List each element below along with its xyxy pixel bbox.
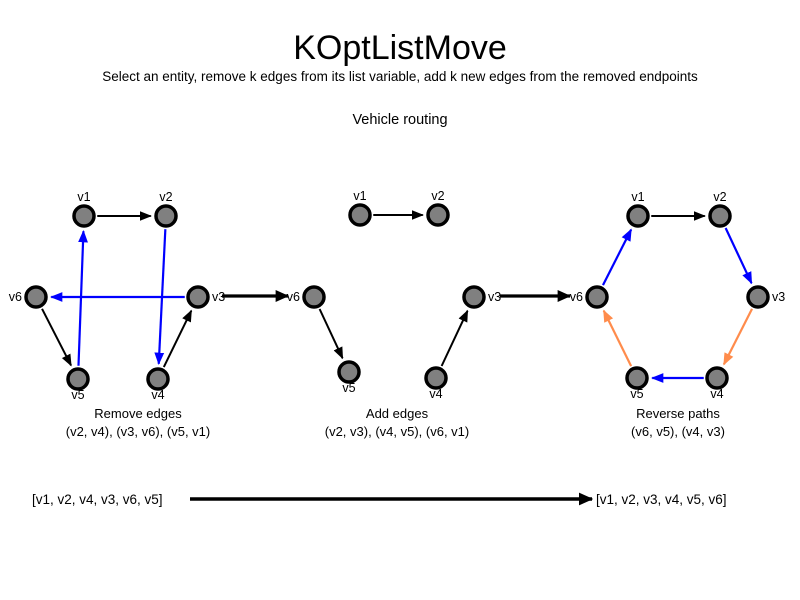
- panel-add-caption-title: Add edges: [366, 406, 429, 421]
- graph-node-v3[interactable]: v3: [462, 285, 501, 309]
- node-circle: [746, 285, 770, 309]
- node-label-v3: v3: [772, 290, 785, 304]
- graph-edge-v6-to-v1: [602, 228, 633, 286]
- node-circle: [708, 204, 732, 228]
- page-subtitle: Select an entity, remove k edges from it…: [102, 69, 698, 84]
- node-label-v1: v1: [353, 189, 366, 203]
- node-circle: [348, 203, 372, 227]
- node-circle: [426, 203, 450, 227]
- graph-node-v5[interactable]: v5: [66, 367, 90, 402]
- node-circle: [66, 367, 90, 391]
- graph-node-v2[interactable]: v2: [154, 190, 178, 228]
- graph-node-v6[interactable]: v6: [570, 285, 609, 309]
- node-circle: [72, 204, 96, 228]
- graph-node-v3[interactable]: v3: [186, 285, 225, 309]
- graph-edge-v3-to-v4: [722, 308, 753, 366]
- graph-edge-v4-to-v3: [162, 309, 193, 368]
- graph-node-v1[interactable]: v1: [626, 190, 650, 228]
- node-circle: [626, 204, 650, 228]
- edges-layer: [41, 210, 753, 383]
- graph-node-v6[interactable]: v6: [287, 285, 326, 309]
- footer-list-before: [v1, v2, v4, v3, v6, v5]: [32, 492, 163, 507]
- node-label-v1: v1: [631, 190, 644, 204]
- graph-node-v5[interactable]: v5: [625, 366, 649, 401]
- node-circle: [462, 285, 486, 309]
- node-circle: [424, 366, 448, 390]
- panel-reverse-caption-edges: (v6, v5), (v4, v3): [631, 424, 725, 439]
- node-label-v6: v6: [9, 290, 22, 304]
- graph-node-v6[interactable]: v6: [9, 285, 48, 309]
- node-circle: [302, 285, 326, 309]
- node-label-v4: v4: [710, 387, 723, 401]
- graph-node-v4[interactable]: v4: [146, 367, 170, 402]
- node-label-v4: v4: [429, 387, 442, 401]
- graph-node-v5[interactable]: v5: [337, 360, 361, 395]
- graph-node-v2[interactable]: v2: [426, 189, 450, 227]
- node-label-v5: v5: [71, 388, 84, 402]
- graph-node-v3[interactable]: v3: [746, 285, 785, 309]
- node-label-v2: v2: [431, 189, 444, 203]
- graph-node-v4[interactable]: v4: [424, 366, 448, 401]
- graph-edge-v5-to-v1: [77, 230, 88, 366]
- node-circle: [24, 285, 48, 309]
- node-circle: [146, 367, 170, 391]
- node-circle: [186, 285, 210, 309]
- node-circle: [705, 366, 729, 390]
- graph-edge-v4-to-v3: [440, 309, 469, 367]
- graph-node-v4[interactable]: v4: [705, 366, 729, 401]
- node-label-v4: v4: [151, 388, 164, 402]
- node-label-v2: v2: [713, 190, 726, 204]
- panel-captions-layer: Remove edges (v2, v4), (v3, v6), (v5, v1)…: [66, 406, 725, 439]
- node-label-v2: v2: [159, 190, 172, 204]
- graph-edge-v6-to-v5: [318, 308, 344, 360]
- node-circle: [337, 360, 361, 384]
- node-label-v6: v6: [570, 290, 583, 304]
- page-title: KOptListMove: [293, 29, 507, 67]
- footer-list-after: [v1, v2, v3, v4, v5, v6]: [596, 492, 727, 507]
- node-circle: [625, 366, 649, 390]
- node-circle: [585, 285, 609, 309]
- node-label-v6: v6: [287, 290, 300, 304]
- node-label-v3: v3: [488, 290, 501, 304]
- footer-layer: [v1, v2, v4, v3, v6, v5] [v1, v2, v3, v4,…: [32, 492, 727, 507]
- nodes-layer: v1 v2 v3 v4 v5 v6 v1 v2 v3 v4 v5 v6 v1 v2 v3 v4 v5 v6: [9, 189, 785, 402]
- graph-node-v1[interactable]: v1: [348, 189, 372, 227]
- graph-edge-v5-to-v6: [602, 309, 633, 367]
- node-label-v1: v1: [77, 190, 90, 204]
- node-label-v5: v5: [630, 387, 643, 401]
- panel-remove-caption-title: Remove edges: [94, 406, 182, 421]
- graph-edge-v2-to-v3: [724, 227, 753, 285]
- graph-node-v2[interactable]: v2: [708, 190, 732, 228]
- panel-reverse-caption-title: Reverse paths: [636, 406, 720, 421]
- section-label: Vehicle routing: [352, 112, 448, 128]
- node-label-v3: v3: [212, 290, 225, 304]
- graph-node-v1[interactable]: v1: [72, 190, 96, 228]
- node-label-v5: v5: [342, 381, 355, 395]
- panel-add-caption-edges: (v2, v3), (v4, v5), (v6, v1): [325, 424, 469, 439]
- graph-edge-v6-to-v5: [41, 308, 72, 367]
- node-circle: [154, 204, 178, 228]
- panel-remove-caption-edges: (v2, v4), (v3, v6), (v5, v1): [66, 424, 210, 439]
